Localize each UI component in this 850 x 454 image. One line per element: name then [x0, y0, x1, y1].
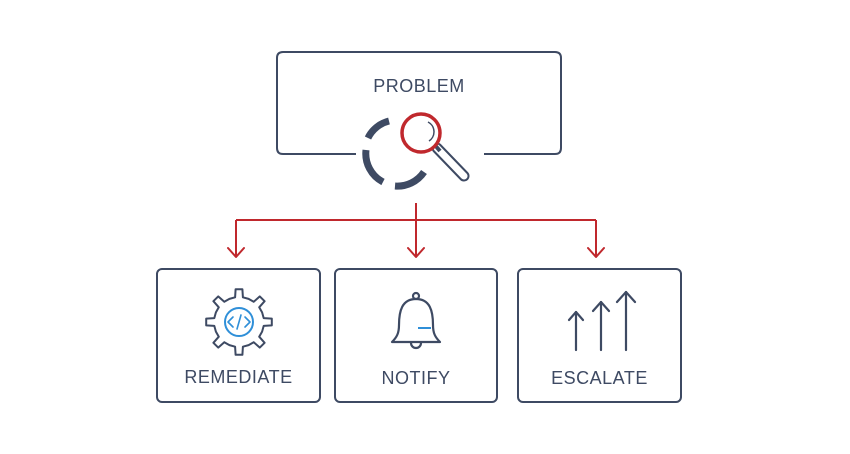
- escalate-box: [517, 268, 682, 403]
- notify-box: [334, 268, 498, 403]
- problem-label: PROBLEM: [373, 76, 465, 96]
- notify-label: NOTIFY: [381, 368, 451, 388]
- gear-outline: [205, 288, 273, 356]
- magnifier-with-spinner-icon: [362, 112, 470, 190]
- problem-box: [276, 51, 562, 155]
- gear-code-icon: [205, 288, 273, 356]
- bell-icon: [390, 291, 442, 350]
- code-brackets-icon: [227, 314, 251, 330]
- up-arrows-icon: [567, 290, 637, 352]
- remediate-label: REMEDIATE: [184, 367, 293, 387]
- gear-center-ring: [224, 307, 254, 337]
- escalate-label: ESCALATE: [551, 368, 648, 388]
- remediate-box: [156, 268, 321, 403]
- connector-lines: [235, 203, 597, 256]
- connector-arrowheads: [227, 247, 605, 258]
